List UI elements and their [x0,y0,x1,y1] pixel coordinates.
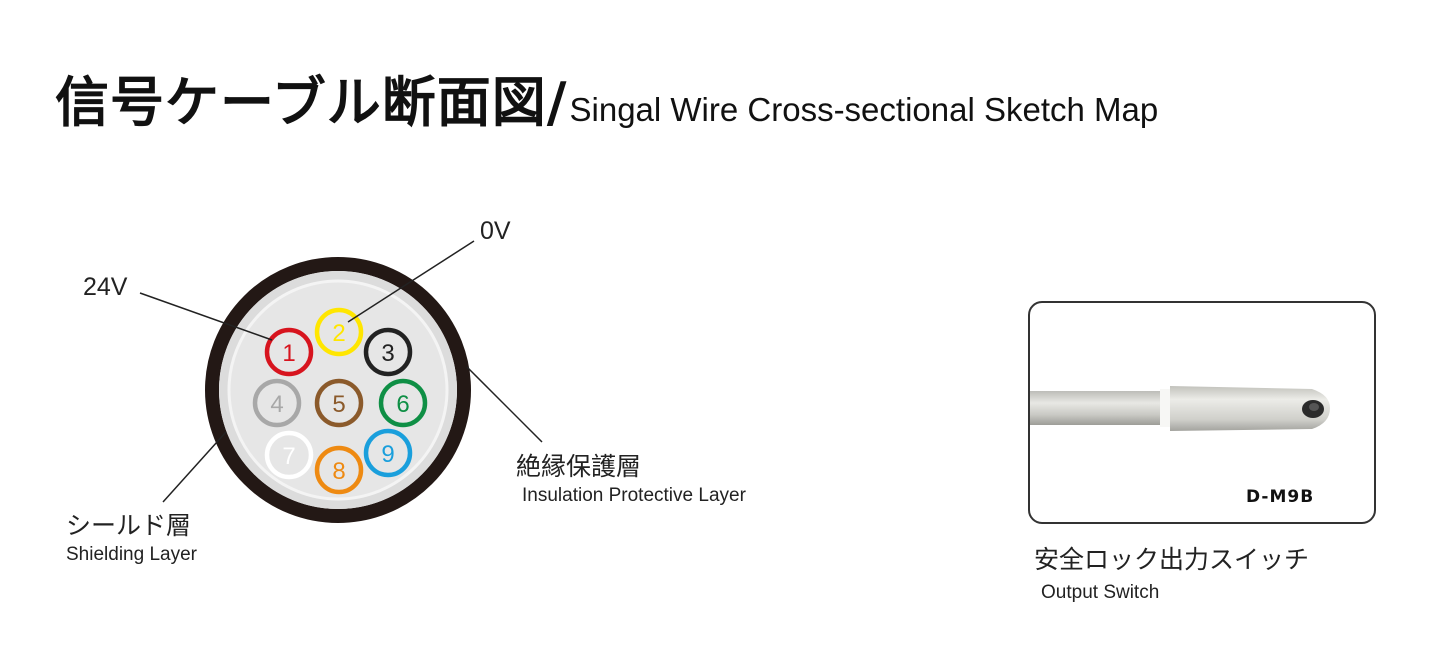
wire-2-label: 2 [332,320,345,347]
title-japanese: 信号ケーブル断面図 [55,71,547,134]
wire-6-label: 6 [396,391,409,418]
wire-3-ring [363,327,413,377]
wire-7-label: 7 [282,443,295,470]
shield-label-jp: シールド層 [66,511,192,540]
sensor-tip-hole [1309,403,1319,411]
label-24v: 24V [83,273,128,301]
leader-0v [347,240,475,323]
sensor-photo [1030,386,1330,431]
leader-insulation [466,366,543,443]
wire-9-ring [363,428,413,478]
wire-1-label: 1 [282,340,295,367]
wire-4-label: 4 [270,391,283,418]
model-number: D-M9B [1246,487,1315,507]
leader-shield [162,431,227,503]
cable-cross-section-diagram: 1 2 3 4 5 6 7 8 9 [139,240,543,523]
shield-label-en: Shielding Layer [66,544,197,565]
page-title: 信号ケーブル断面図 / Singal Wire Cross-sectional … [55,58,1158,137]
wire-7-ring [264,430,314,480]
product-photo-frame: D-M9B [1028,301,1376,524]
wire-5-ring [314,378,364,428]
insulation-label-jp: 絶縁保護層 [516,452,642,481]
product-name-jp: 安全ロック出力スイッチ [1034,545,1310,574]
insulation-label-en: Insulation Protective Layer [522,485,746,506]
wire-5-label: 5 [332,391,345,418]
wire-1-ring [264,327,314,377]
wire-8-ring [314,445,364,495]
wire-9-label: 9 [381,441,394,468]
cable-ring [1160,389,1170,427]
title-separator: / [546,71,568,134]
wire-4-ring [252,378,302,428]
label-0v: 0V [480,217,511,245]
wire-group: 1 2 3 4 5 6 7 8 9 [252,307,428,495]
wire-8-label: 8 [332,458,345,485]
leader-24v [139,292,273,341]
product-name-en: Output Switch [1041,582,1160,603]
title-english: Singal Wire Cross-sectional Sketch Map [569,91,1159,128]
wire-3-label: 3 [381,340,394,367]
sensor-body [1170,386,1330,431]
sensor-cable [1030,391,1170,425]
wire-6-ring [378,378,428,428]
